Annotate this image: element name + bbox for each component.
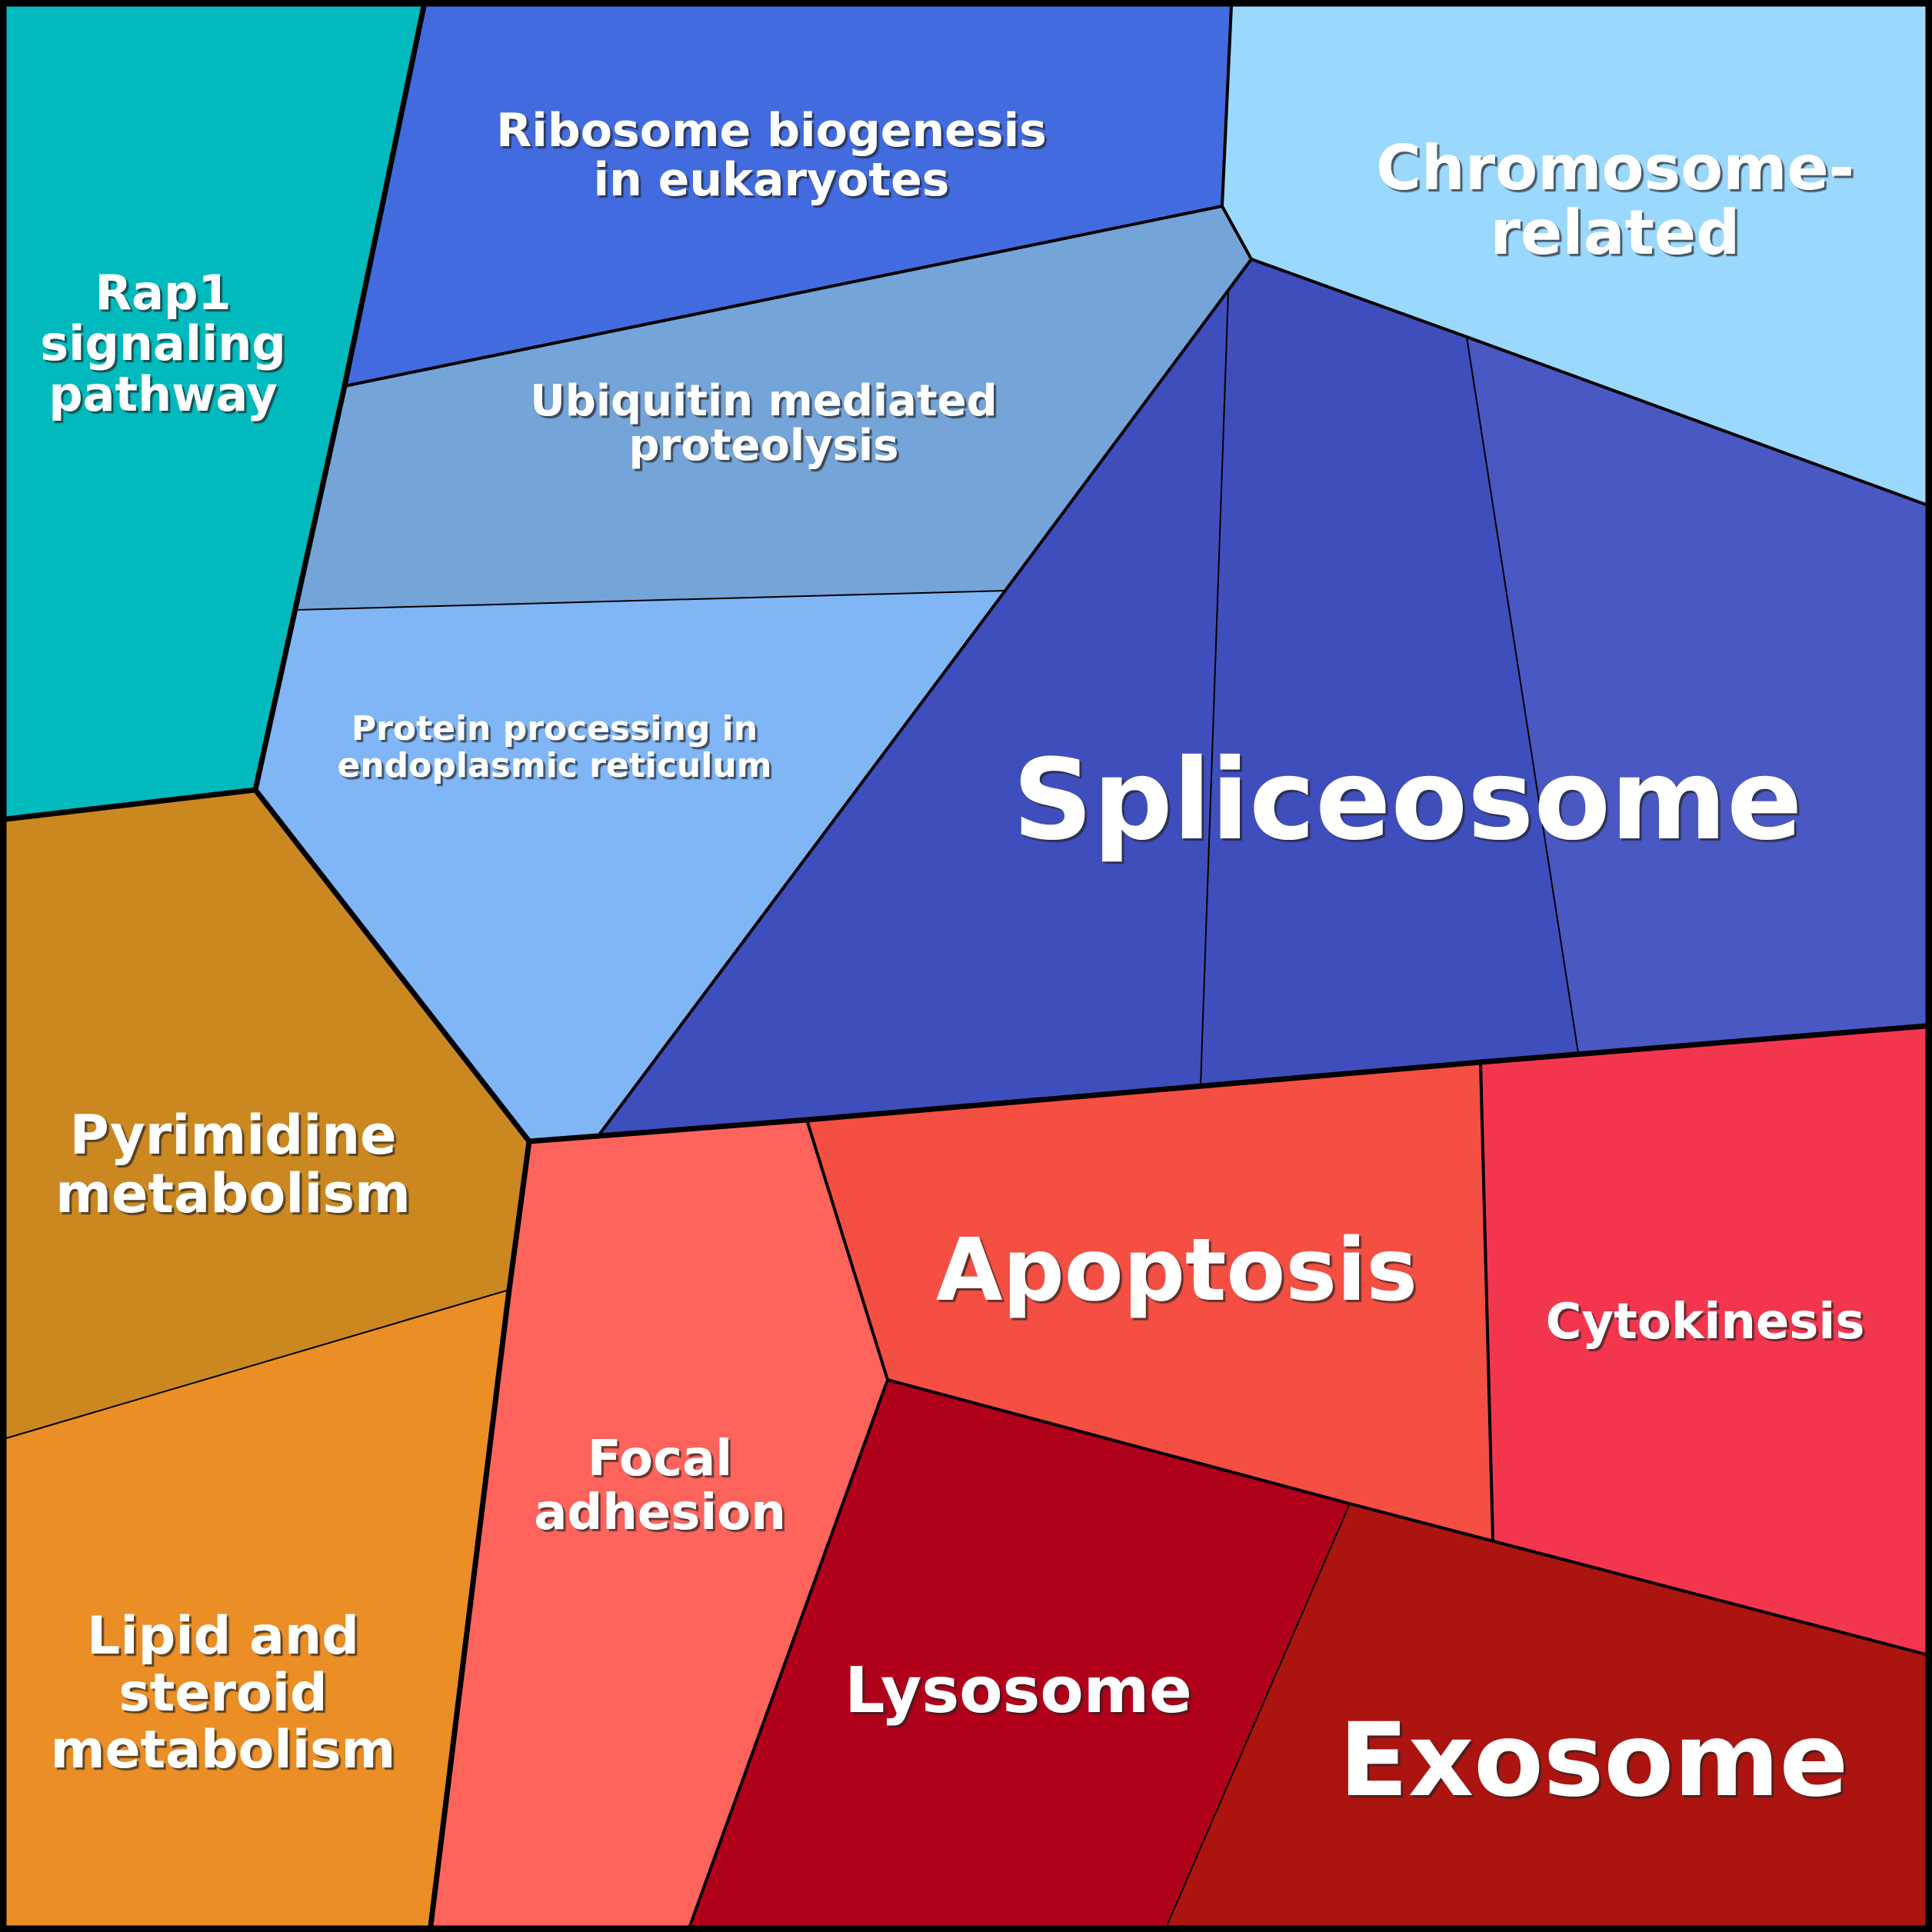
apoptosis-cytokinesis-border xyxy=(1479,1061,1494,1541)
label-chromosome: Chromosome-related xyxy=(1376,132,1854,268)
cell-chromosome[interactable] xyxy=(1222,6,1926,505)
cyan-blue-border xyxy=(252,5,427,791)
label-line: in eukaryotes xyxy=(594,153,950,207)
label-line: metabolism xyxy=(51,1720,396,1780)
ubiquitin-protein-divider xyxy=(295,590,1006,611)
label-exosome: Exosome xyxy=(1339,1701,1848,1820)
cell-focal-adhesion[interactable] xyxy=(431,1120,888,1926)
label-line: Exosome xyxy=(1339,1701,1848,1820)
spliceosome-subcell-1 xyxy=(600,259,1251,1134)
label-line: endoplasmic reticulum xyxy=(338,746,772,785)
label-line: Spliceosome xyxy=(1013,735,1803,865)
spliceosome-subcell-2 xyxy=(1201,259,1578,1086)
cell-rap1[interactable] xyxy=(6,6,424,819)
spliceosome-divider-2 xyxy=(1466,336,1579,1054)
cell-exosome[interactable] xyxy=(1167,1504,1926,1926)
label-line: proteolysis xyxy=(629,421,899,471)
label-line: Ubiquitin mediated xyxy=(530,376,997,426)
pyrimidine-lipid-divider xyxy=(5,1289,510,1439)
spliceosome-divider-1 xyxy=(1200,291,1229,1087)
lysosome-exosome-divider xyxy=(1166,1503,1351,1927)
ubiquitin-spliceosome-border xyxy=(598,258,1253,1135)
label-line: steroid xyxy=(118,1663,327,1724)
label-line: related xyxy=(1491,197,1740,268)
cell-protein-processing[interactable] xyxy=(255,591,1005,1141)
label-line: Lysosome xyxy=(844,1654,1191,1727)
cell-lipid[interactable] xyxy=(6,1290,509,1926)
label-line: Apoptosis xyxy=(936,1221,1417,1321)
label-line: Ribosome biogenesis xyxy=(496,104,1047,158)
spliceosome-subcell-3 xyxy=(1467,337,1926,1053)
label-line: Protein processing in xyxy=(351,709,758,748)
label-lysosome: Lysosome xyxy=(844,1654,1191,1727)
medium-borders xyxy=(344,5,1927,1927)
thin-borders xyxy=(5,291,1579,1927)
cell-lysosome[interactable] xyxy=(690,1380,1350,1926)
label-line: metabolism xyxy=(55,1162,411,1225)
cell-spliceosome[interactable] xyxy=(600,259,1926,1134)
group-borders xyxy=(5,5,1927,1927)
cell-cytokinesis[interactable] xyxy=(1481,1026,1926,1654)
label-line: signaling xyxy=(40,315,286,371)
cyan-orange-border xyxy=(5,787,531,1144)
label-line: Lipid and xyxy=(87,1606,359,1667)
label-spliceosome: Spliceosome xyxy=(1013,735,1803,865)
label-line: Chromosome- xyxy=(1376,132,1854,204)
label-line: Rap1 xyxy=(95,265,231,321)
cell-ribosome[interactable] xyxy=(345,6,1231,386)
cell-ubiquitin[interactable] xyxy=(296,206,1251,610)
label-line: Cytokinesis xyxy=(1546,1294,1865,1351)
label-apoptosis: Apoptosis xyxy=(936,1221,1417,1321)
ribosome-chromosome-border xyxy=(1221,5,1233,207)
cell-pyrimidine[interactable] xyxy=(6,790,529,1438)
cells-layer xyxy=(6,6,1926,1926)
chromosome-spliceosome-border xyxy=(1251,258,1927,506)
cell-apoptosis[interactable] xyxy=(807,1062,1493,1540)
label-cytokinesis: Cytokinesis xyxy=(1546,1294,1865,1351)
orange-red-border xyxy=(428,1141,532,1927)
label-line: Pyrimidine xyxy=(69,1104,396,1167)
label-line: pathway xyxy=(48,366,278,422)
apoptosis-lower-border xyxy=(887,1378,1927,1656)
label-line: Focal xyxy=(588,1431,732,1487)
label-line: adhesion xyxy=(534,1484,786,1541)
blue-red-border xyxy=(528,1023,1927,1144)
